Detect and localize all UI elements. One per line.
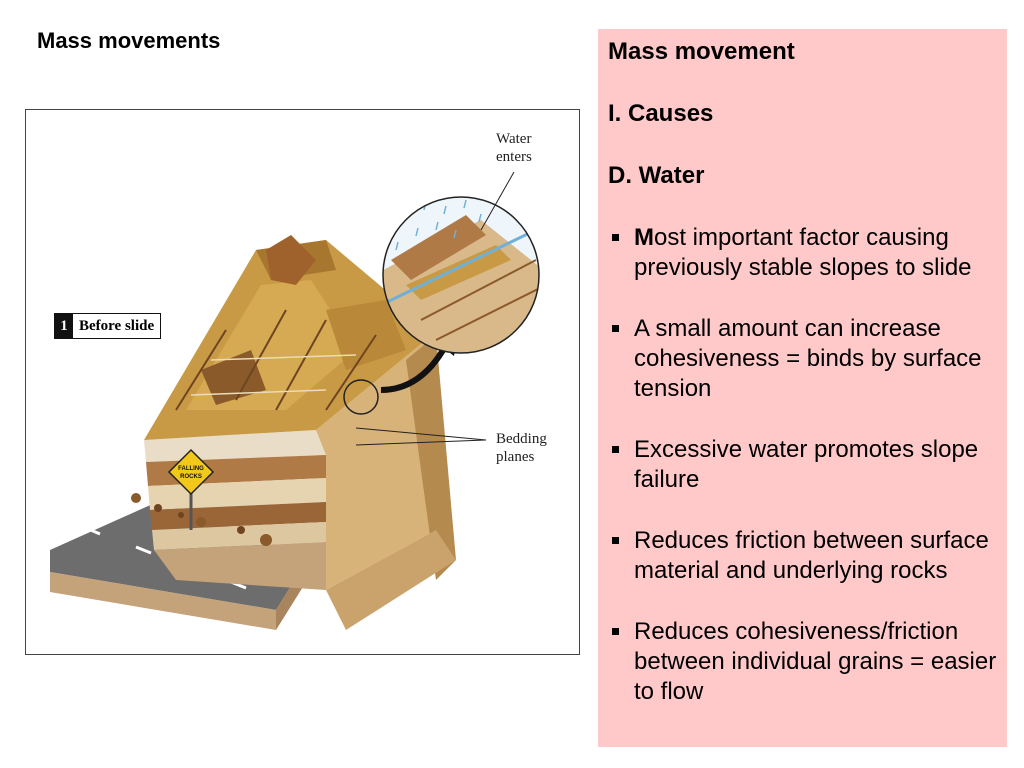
rocky-slope-top (144, 235, 426, 440)
bullet-square-icon (612, 234, 619, 241)
section-heading: I. Causes (608, 100, 714, 127)
sign-text-line-1: FALLING (178, 466, 204, 472)
bedding-leader-line-2 (355, 439, 487, 446)
bullet-square-icon (612, 446, 619, 453)
notes-panel: Mass movement I. Causes D. Water Most im… (598, 29, 1007, 747)
bullet-text: Excessive water promotes slope failure (634, 436, 979, 493)
bullet-lead: M (634, 224, 654, 251)
bullet-item: A small amount can increase cohesiveness… (608, 314, 997, 404)
bullet-text: Reduces friction between surface materia… (634, 527, 989, 584)
slide-title: Mass movements (37, 28, 221, 53)
falling-rocks-sign-icon: FALLING ROCKS (167, 448, 215, 530)
zoom-target-circle (343, 379, 379, 415)
bullet-list: Most important factor causing previously… (608, 223, 997, 707)
step-badge: 1 Before slide (54, 313, 162, 339)
bedding-layers (144, 430, 326, 590)
label-bedding-line-1: Bedding (496, 431, 547, 447)
subsection-heading: D. Water (608, 162, 705, 189)
bullet-text: Reduces cohesiveness/friction between in… (634, 618, 997, 705)
bullet-square-icon (612, 628, 619, 635)
bullet-text: ost important factor causing previously … (634, 224, 972, 281)
cliff-side (316, 335, 456, 630)
magnified-view (382, 196, 540, 354)
sign-text-line-2: ROCKS (180, 474, 202, 480)
step-number: 1 (55, 314, 73, 338)
bullet-square-icon (612, 325, 619, 332)
water-leader-line (480, 171, 515, 231)
bullet-square-icon (612, 537, 619, 544)
label-bedding-line-2: planes (496, 449, 534, 465)
step-label: Before slide (73, 314, 161, 338)
panel-heading: Mass movement (608, 38, 795, 65)
fallen-rocks (131, 493, 272, 546)
label-water-line-1: Water (496, 131, 531, 147)
bullet-item: Reduces friction between surface materia… (608, 526, 997, 586)
label-water-line-2: enters (496, 149, 532, 165)
bullet-item: Reduces cohesiveness/friction between in… (608, 617, 997, 707)
bullet-text: A small amount can increase cohesiveness… (634, 315, 982, 402)
slope-illustration: FALLING ROCKS (50, 131, 547, 630)
bullet-item: Most important factor causing previously… (608, 223, 997, 283)
bullet-item: Excessive water promotes slope failure (608, 435, 997, 495)
bedding-leader-line-1 (355, 427, 487, 441)
landslide-figure: FALLING ROCKS (25, 109, 580, 655)
